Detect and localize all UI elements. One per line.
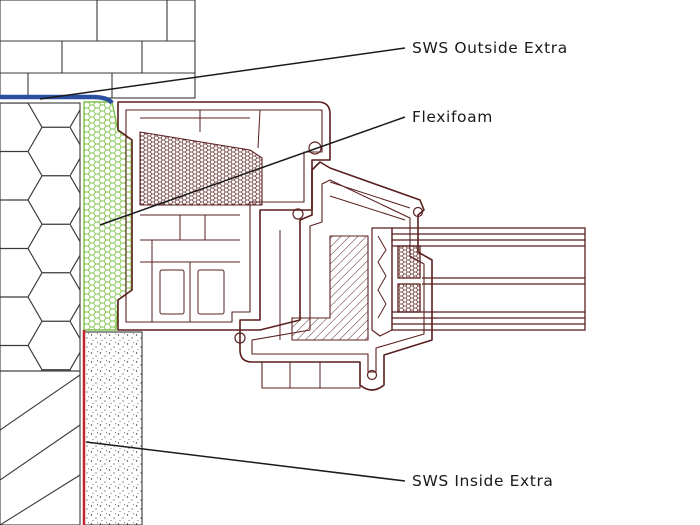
thermal-insulation (0, 102, 81, 372)
label-sws-outside-extra: SWS Outside Extra (412, 39, 568, 57)
label-sws-inside-extra: SWS Inside Extra (412, 472, 554, 490)
window-frame-profile (117, 101, 433, 391)
masonry-wall (0, 370, 81, 525)
leader-outside (39, 47, 406, 100)
plaster-reveal (83, 331, 143, 525)
label-flexifoam: Flexifoam (412, 108, 493, 126)
leader-flexifoam (99, 116, 406, 226)
sws-outside-tape (0, 94, 114, 105)
callout-leaders (39, 47, 406, 482)
brick-lintel (0, 0, 196, 99)
glazing-unit (391, 227, 586, 331)
leader-inside (85, 441, 406, 482)
